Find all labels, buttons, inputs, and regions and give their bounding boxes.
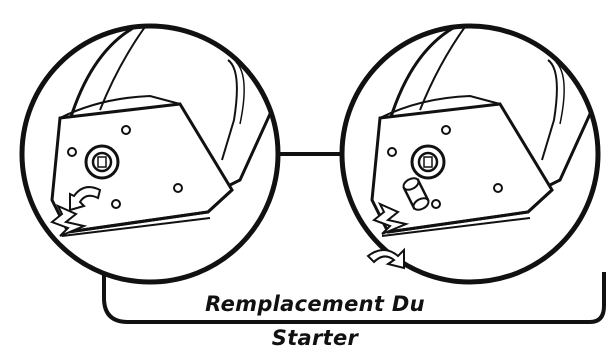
starter-socket	[86, 146, 118, 178]
diagram-stage: Remplacement Du Starter	[0, 0, 614, 327]
starter-socket	[412, 146, 444, 178]
starter-replacement-diagram	[0, 0, 614, 327]
panel-after	[342, 10, 610, 282]
panel-before	[22, 10, 290, 282]
caption-text: Remplacement Du Starter	[160, 287, 470, 321]
